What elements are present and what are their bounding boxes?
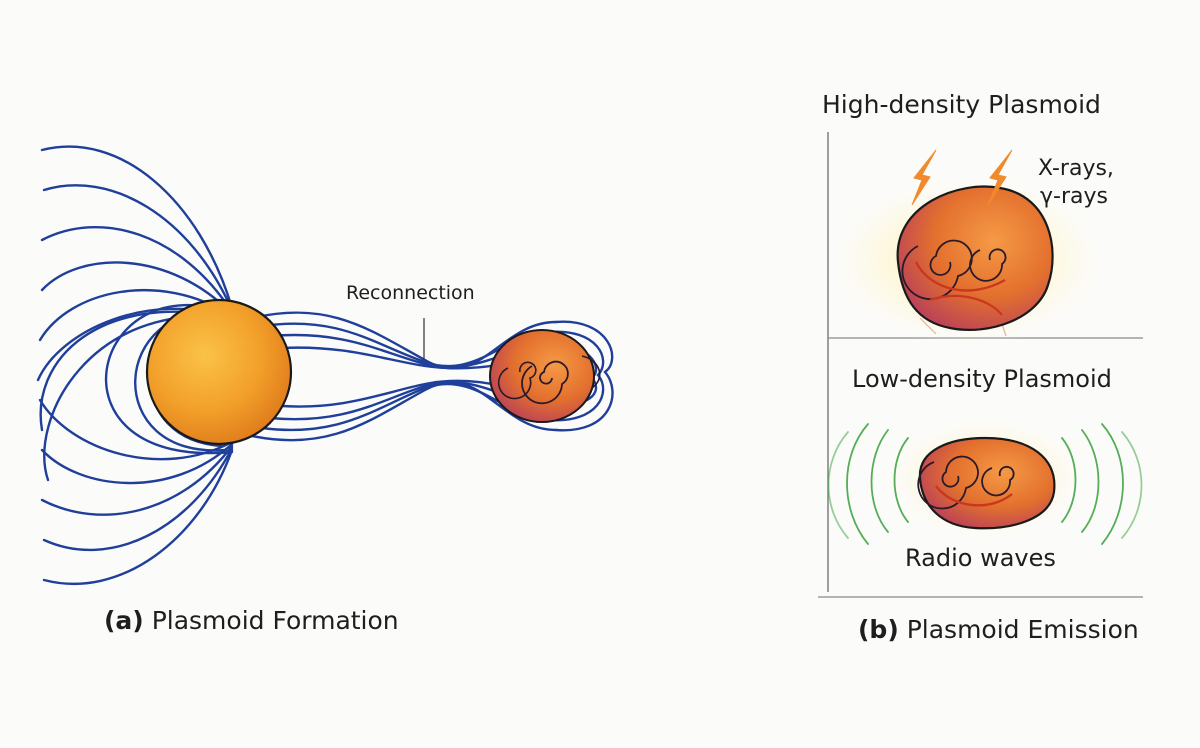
reconnection-label: Reconnection <box>346 282 475 304</box>
panel-b-prefix: (b) <box>858 615 899 644</box>
panel-a-caption: (a) Plasmoid Formation <box>104 606 399 635</box>
high-density-title: High-density Plasmoid <box>822 90 1101 119</box>
panel-b-caption: (b) Plasmoid Emission <box>858 615 1139 644</box>
radio-waves <box>827 423 1143 545</box>
low-density-title: Low-density Plasmoid <box>852 365 1112 393</box>
panel-a <box>36 145 614 586</box>
xray-bolts <box>911 149 1013 206</box>
low-density-plasmoid <box>885 416 1085 540</box>
high-density-plasmoid <box>828 175 1108 345</box>
panel-b-title: Plasmoid Emission <box>906 615 1139 644</box>
plasmoid-a <box>489 329 601 423</box>
panel-b <box>818 132 1143 598</box>
panel-a-title: Plasmoid Formation <box>151 606 399 635</box>
star <box>145 298 293 446</box>
radio-waves-label: Radio waves <box>905 544 1056 572</box>
panel-a-prefix: (a) <box>104 606 144 635</box>
xray-label-line1: X-rays, <box>1038 156 1114 181</box>
xray-label-line2: γ-rays <box>1040 184 1108 209</box>
